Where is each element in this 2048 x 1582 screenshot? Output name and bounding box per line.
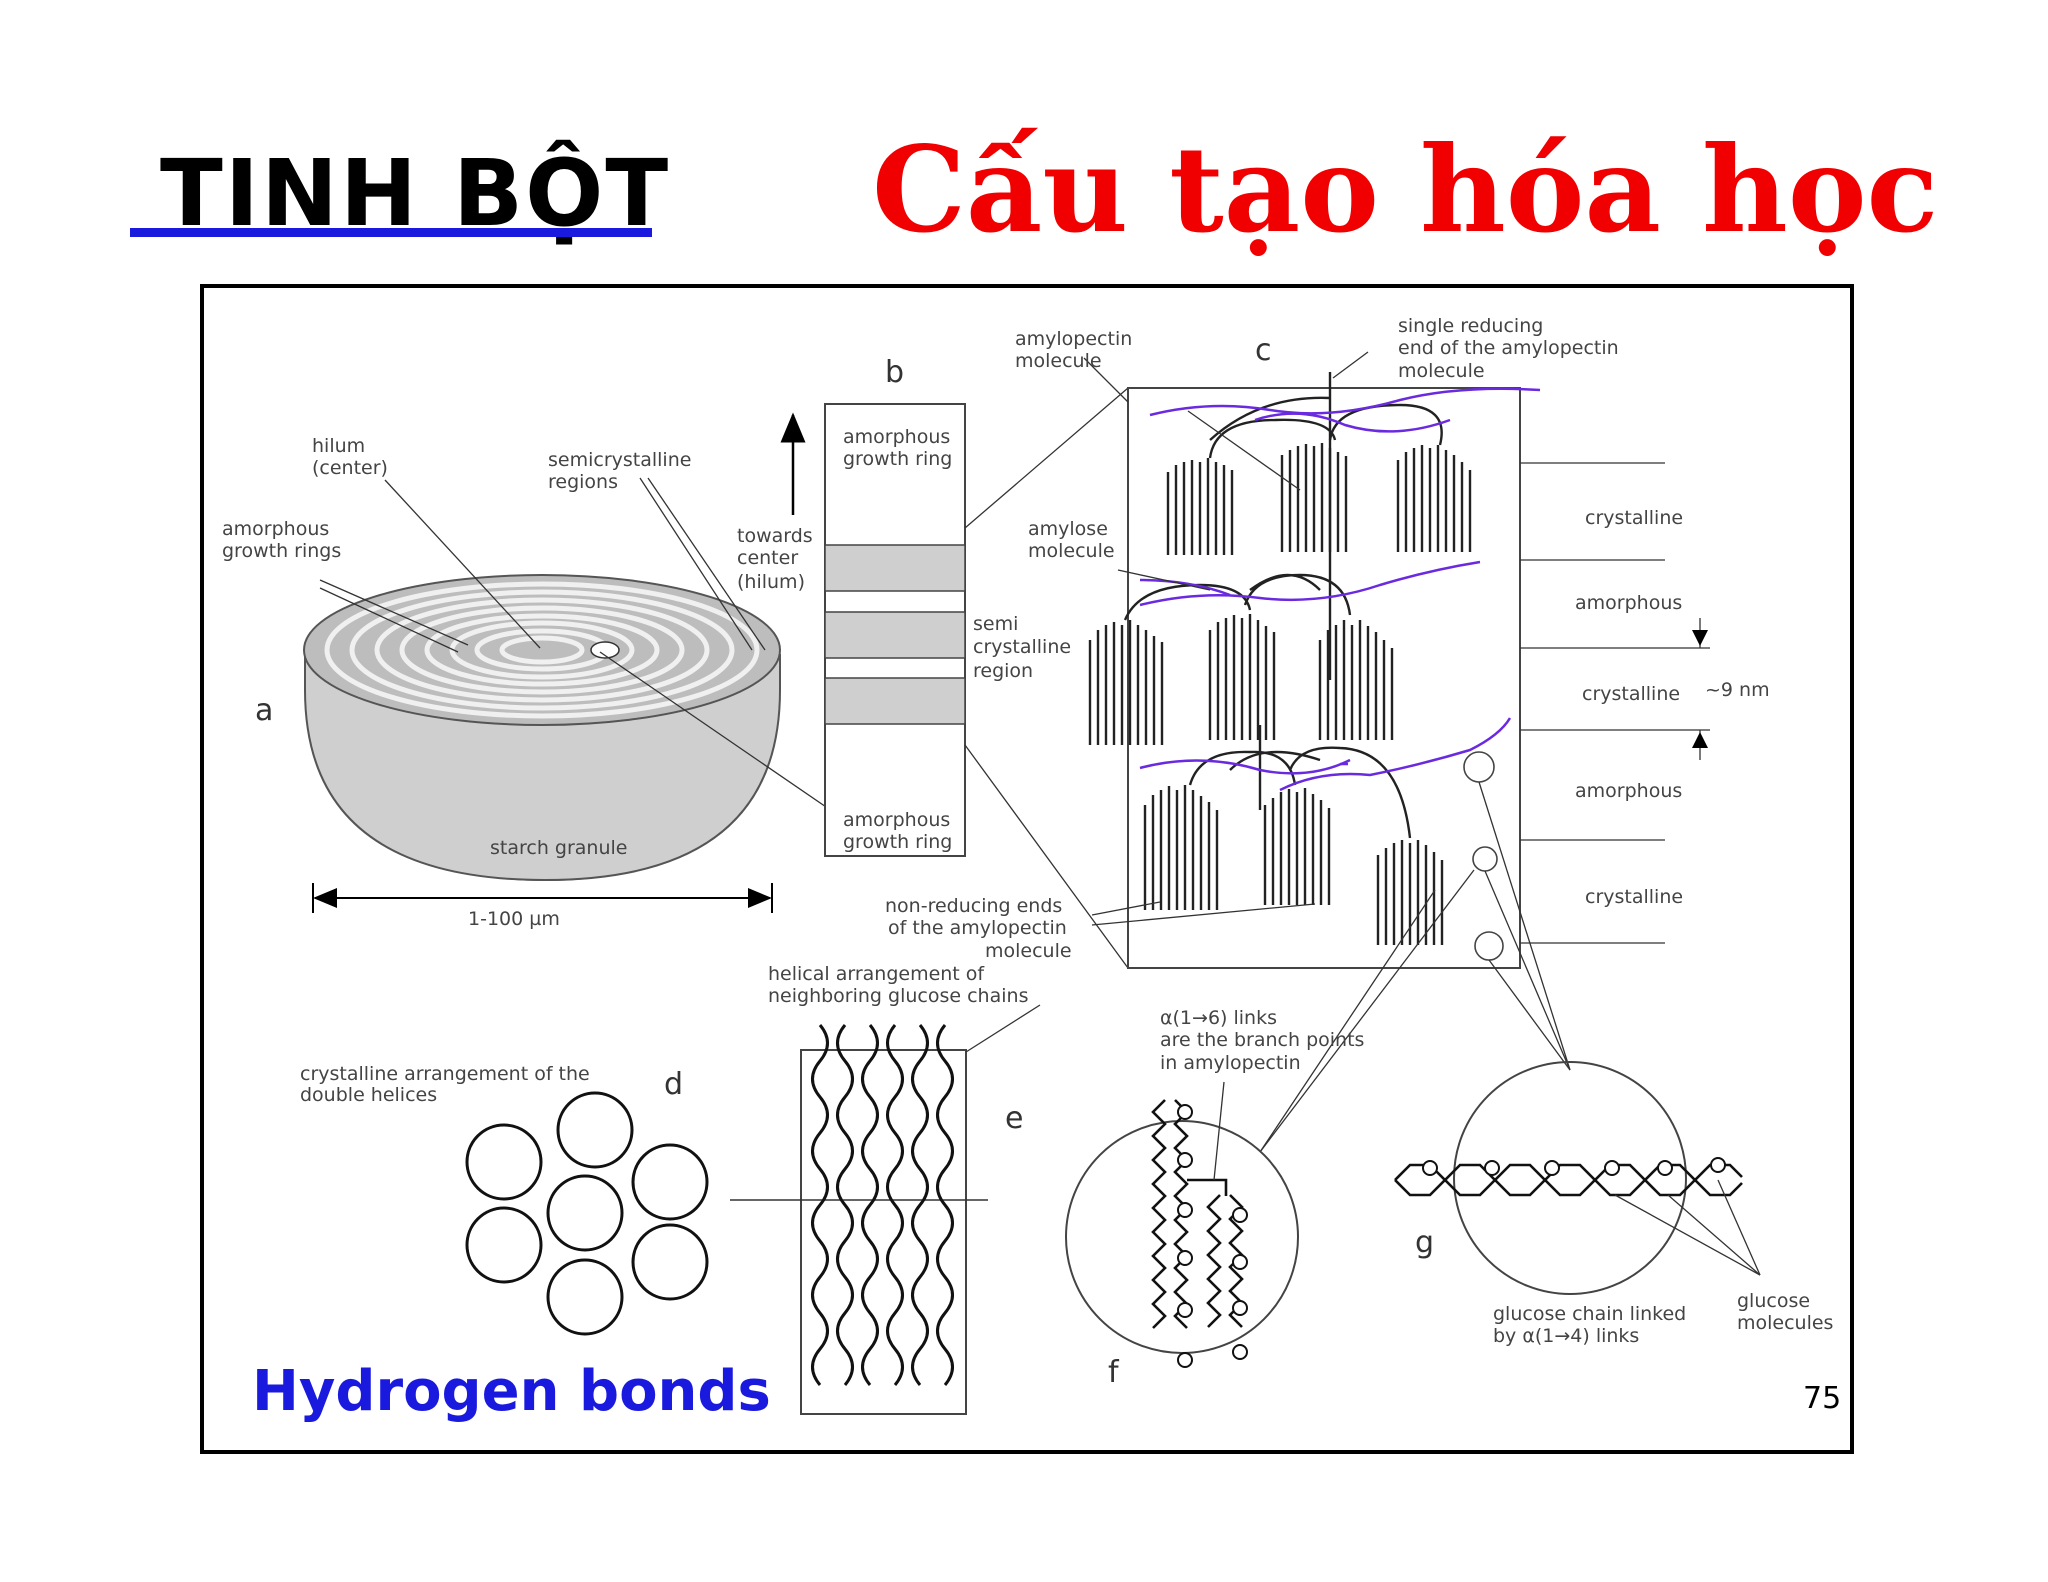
panel-d-helix-packing [465,1091,709,1336]
label-g-chain-1: glucose chain linked [1493,1303,1686,1325]
layer-label-3: crystalline [1582,683,1680,705]
page-number: 75 [1803,1381,1841,1416]
label-g-molecules-2: molecules [1737,1312,1833,1334]
panel-letter-a: a [255,693,273,728]
label-towards-3: (hilum) [737,571,805,593]
layer-label-5: crystalline [1585,886,1683,908]
label-size: 1-100 µm [468,908,560,930]
label-nonreducing-3: molecule [985,940,1072,962]
panel-letter-c: c [1255,333,1272,368]
label-f-2: are the branch points [1160,1029,1364,1051]
panel-letter-b: b [885,355,904,390]
label-amorph-rings-1: amorphous [222,518,329,540]
slide-title-right: Cấu tạo hóa học [872,120,1939,259]
label-f-1: α(1→6) links [1160,1007,1277,1029]
label-semi-1: semi [973,613,1018,635]
label-d-1: crystalline arrangement of the [300,1063,590,1085]
hydrogen-bonds-label: Hydrogen bonds [252,1359,771,1424]
label-b-bottom-1: amorphous [843,809,950,831]
panel-letter-e: e [1005,1101,1023,1136]
label-towards-2: center [737,547,798,569]
label-starch-granule: starch granule [490,837,627,859]
layer-label-4: amorphous [1575,780,1682,802]
label-semicryst-1: semicrystalline [548,449,691,471]
label-d-2: double helices [300,1084,437,1106]
label-9nm: ~9 nm [1705,679,1770,701]
label-nonreducing-1: non-reducing ends [885,895,1062,917]
label-e-1: helical arrangement of [768,963,985,985]
label-e-2: neighboring glucose chains [768,985,1028,1007]
panel-e-double-helices [730,1004,1041,1415]
layer-label-2: amorphous [1575,592,1682,614]
label-g-chain-2: by α(1→4) links [1493,1325,1639,1347]
label-amylose-1: amylose [1028,518,1108,540]
label-amorph-rings-2: growth rings [222,540,341,562]
label-amylose-2: molecule [1028,540,1115,562]
panel-letter-d: d [664,1067,683,1102]
layer-label-1: crystalline [1585,507,1683,529]
label-f-3: in amylopectin [1160,1052,1301,1074]
diagram-frame [200,284,1854,1454]
label-reducing-1: single reducing [1398,315,1543,337]
panel-g-glucose-chain [1394,1061,1761,1295]
label-nonreducing-2: of the amylopectin [888,917,1067,939]
label-b-bottom-2: growth ring [843,831,952,853]
panel-b-growth-rings [780,387,1129,969]
label-hilum-2: (center) [312,457,388,479]
title-underline [130,228,652,237]
panel-f-branch-point [1065,1081,1299,1368]
label-amylopectin-1: amylopectin [1015,328,1132,350]
label-hilum-1: hilum [312,435,365,457]
panel-a-granule [303,477,849,913]
label-towards-1: towards [737,525,813,547]
label-semi-3: region [973,660,1033,682]
label-semicryst-2: regions [548,471,618,493]
panel-letter-f: f [1108,1355,1120,1390]
label-b-top-1: amorphous [843,426,950,448]
label-reducing-3: molecule [1398,360,1485,382]
panel-c-lamellae [1083,351,1710,1153]
label-amylopectin-2: molecule [1015,350,1102,372]
label-g-molecules-1: glucose [1737,1290,1810,1312]
label-semi-2: crystalline [973,636,1071,658]
label-b-top-2: growth ring [843,448,952,470]
label-reducing-2: end of the amylopectin [1398,337,1619,359]
panel-letter-g: g [1415,1225,1434,1260]
